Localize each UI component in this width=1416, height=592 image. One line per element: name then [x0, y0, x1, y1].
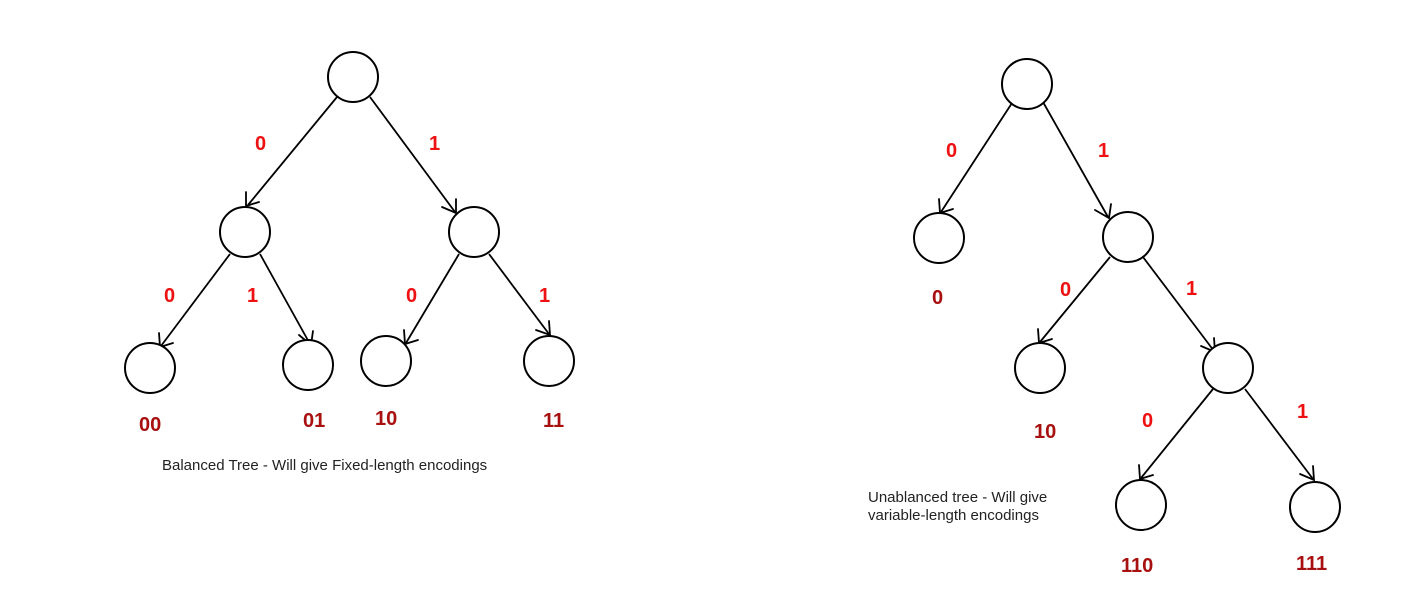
leaf-node: [282, 339, 334, 391]
edge-right-right: [488, 253, 550, 335]
edge-label: 0: [1142, 410, 1153, 432]
leaf-node: [124, 342, 176, 394]
leaf-node: [360, 335, 412, 387]
edge-n1-right: [1142, 256, 1215, 352]
edge-label: 0: [1060, 279, 1071, 301]
edge-label: 1: [429, 133, 440, 155]
leaf-node: [1289, 481, 1341, 533]
edge-label: 1: [1186, 278, 1197, 300]
edge-n2-left: [1140, 388, 1214, 479]
edge-root-left: [247, 96, 338, 206]
balanced-tree: 0 1 0 1 0 1 00 01 10 11: [124, 51, 575, 436]
leaf-code: 0: [932, 287, 943, 309]
tree-node-root: [327, 51, 379, 103]
edge-label: 0: [946, 140, 957, 162]
leaf-code: 111: [1296, 553, 1327, 575]
arrowhead: [535, 320, 551, 337]
tree-node: [219, 206, 271, 258]
edge-label: 1: [1098, 140, 1109, 162]
arrowhead: [1138, 464, 1154, 481]
edge-right-left: [405, 253, 460, 344]
arrowhead: [1299, 465, 1316, 482]
edge-n2-right: [1244, 388, 1314, 480]
edge-n1-left: [1039, 256, 1111, 343]
tree-node: [1102, 211, 1154, 263]
leaf-code: 10: [1034, 421, 1056, 443]
caption-balanced-tree: Balanced Tree - Will give Fixed-length e…: [162, 457, 488, 474]
edge-label: 0: [406, 285, 417, 307]
leaf-node: [523, 335, 575, 387]
edge-label: 1: [539, 285, 550, 307]
arrowhead: [245, 191, 260, 208]
caption-unbalanced-tree: Unablanced tree - Will give variable-len…: [868, 489, 1048, 524]
unbalanced-tree: 0 1 0 1 0 1 0 10 110 111: [913, 58, 1341, 577]
leaf-node: [1115, 479, 1167, 531]
edge-root-right: [369, 96, 456, 213]
leaf-node: [1014, 342, 1066, 394]
edge-left-right: [259, 253, 311, 345]
arrowhead: [441, 198, 457, 215]
leaf-code: 11: [543, 410, 564, 432]
leaf-code: 01: [303, 410, 325, 432]
leaf-code: 10: [375, 408, 397, 430]
edge-label: 0: [255, 133, 266, 155]
tree-node: [1202, 342, 1254, 394]
leaf-code: 110: [1121, 555, 1153, 577]
edge-label: 1: [1297, 401, 1308, 423]
edge-left-left: [160, 253, 231, 347]
leaf-node: [913, 212, 965, 264]
tree-node: [448, 206, 500, 258]
edge-label: 1: [247, 285, 258, 307]
edge-root-left: [940, 102, 1013, 213]
leaf-code: 00: [139, 414, 161, 436]
edge-root-right: [1042, 101, 1109, 218]
arrowhead: [1094, 203, 1112, 220]
edge-label: 0: [164, 285, 175, 307]
tree-node-root: [1001, 58, 1053, 110]
